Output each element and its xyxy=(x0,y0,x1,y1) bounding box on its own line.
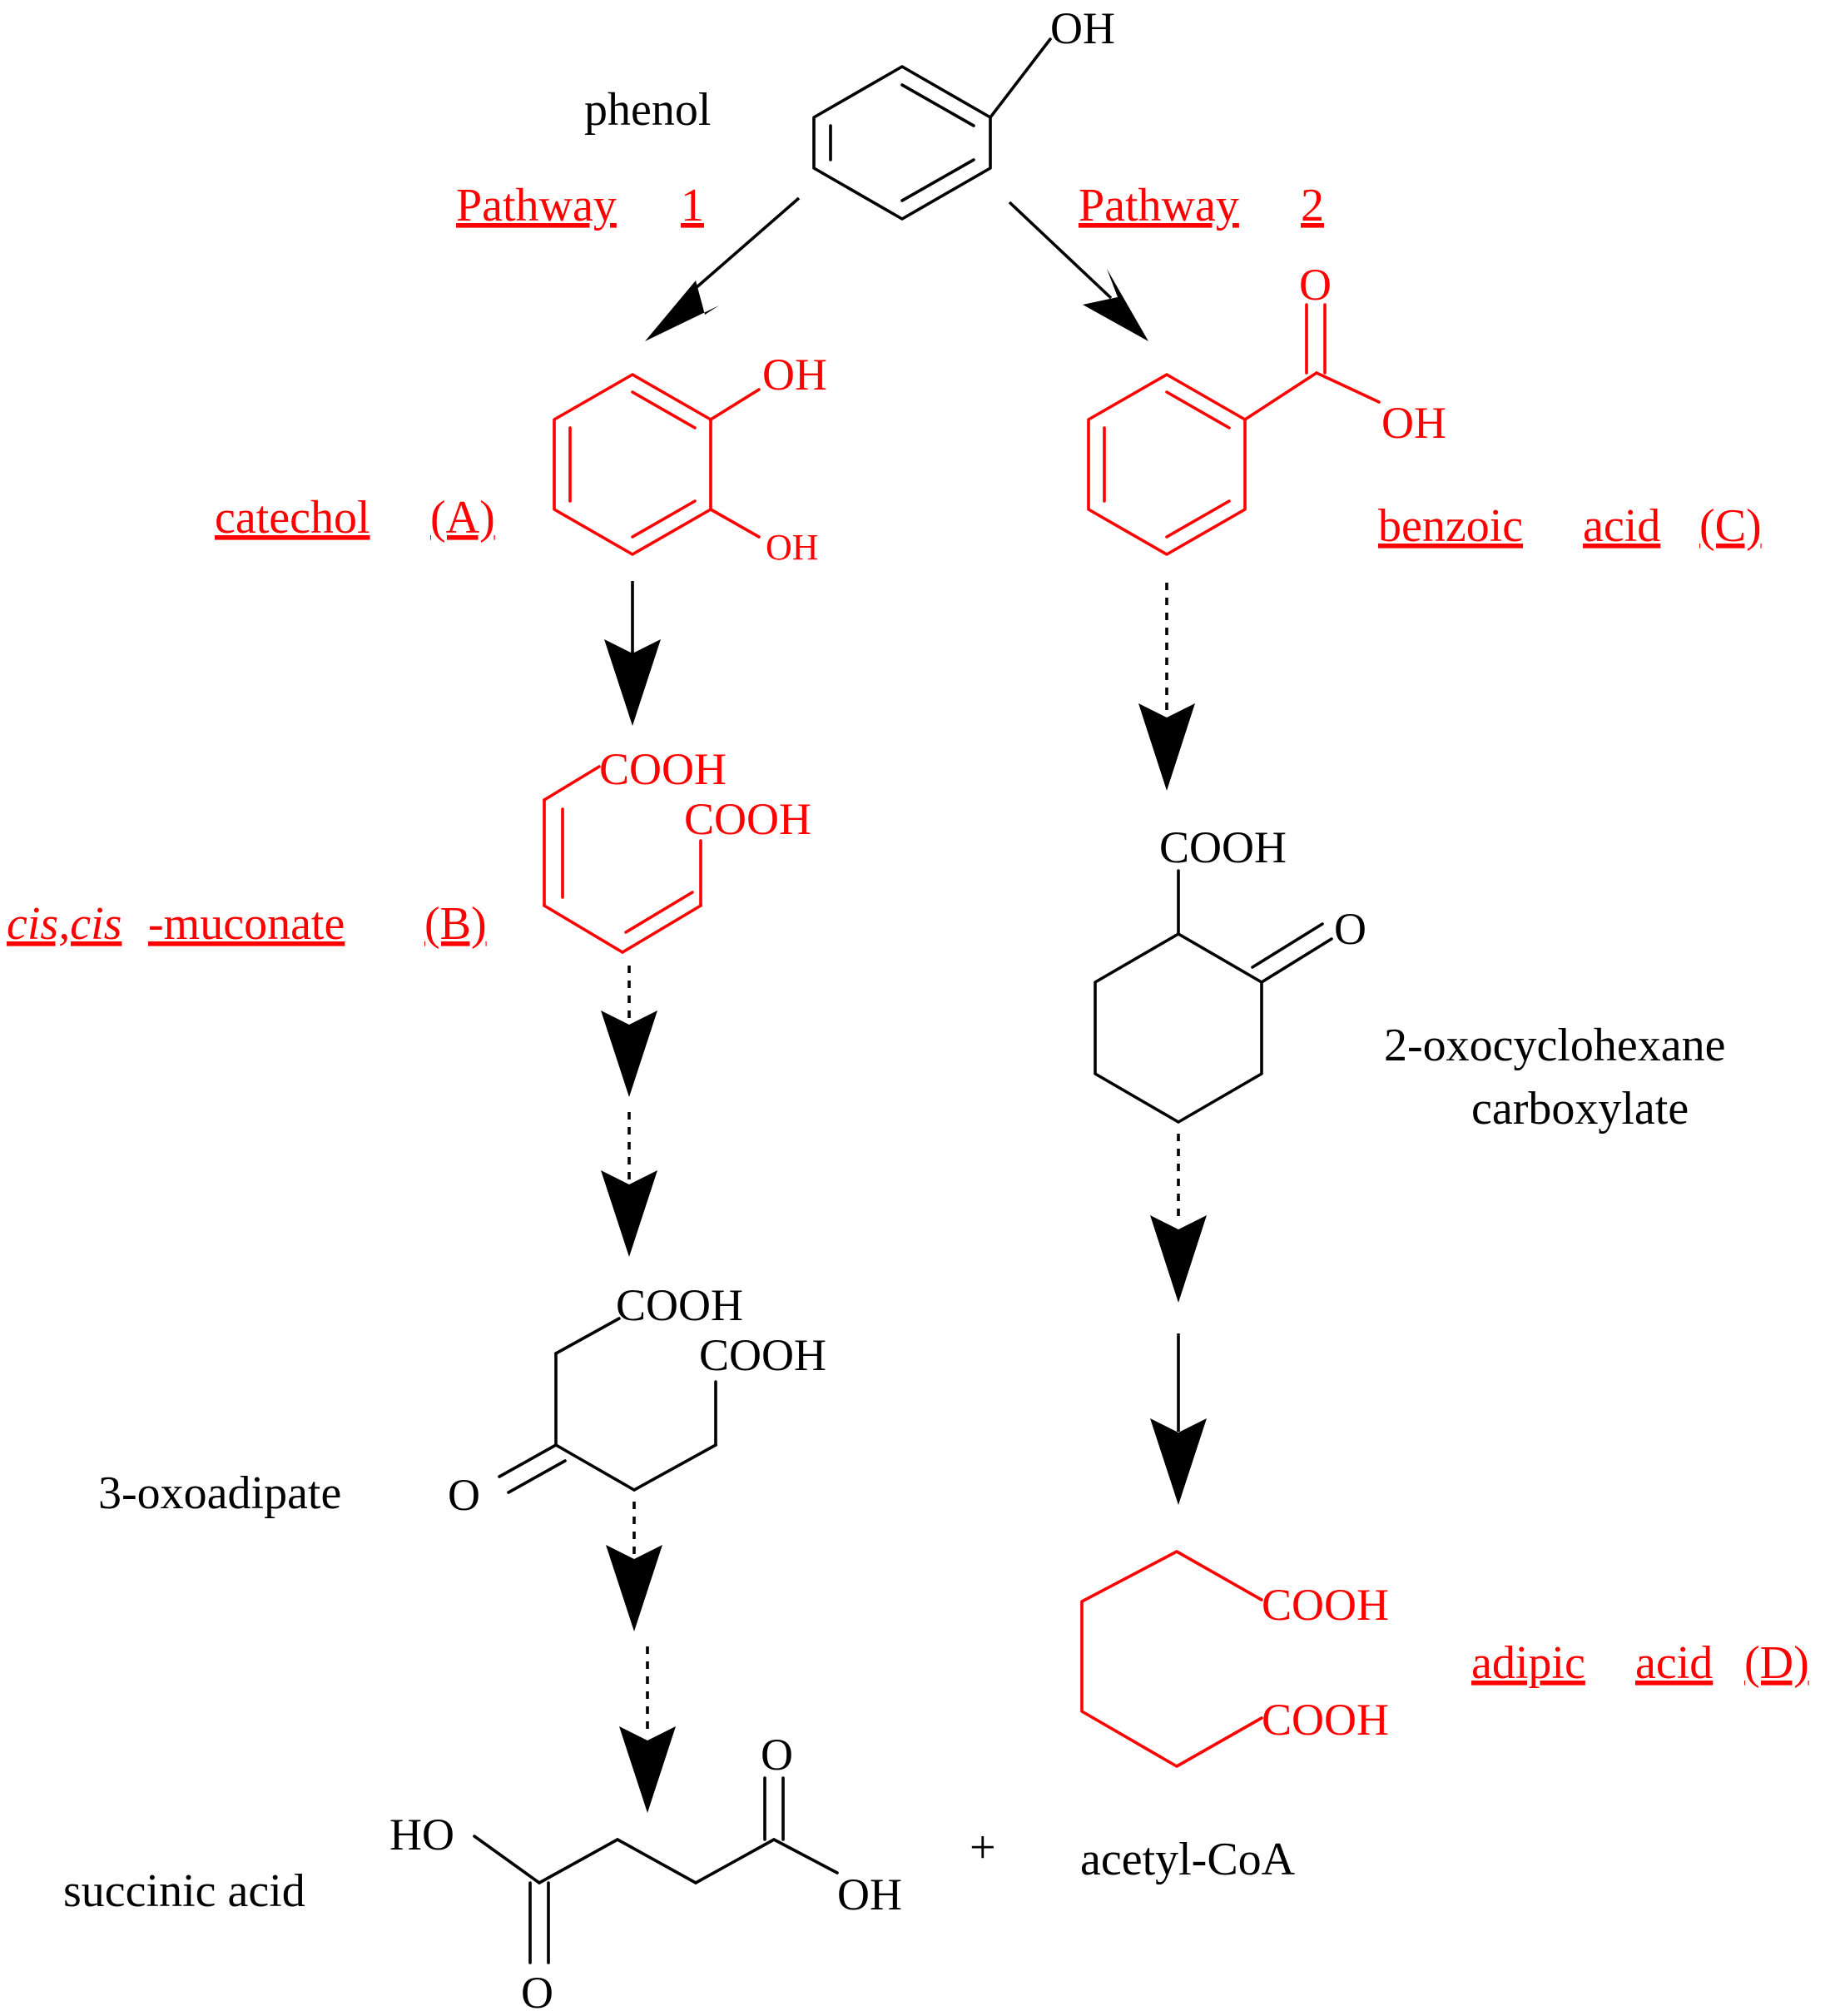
benzoic-o-label: O xyxy=(1299,260,1332,310)
succinic-oh-label: OH xyxy=(837,1870,902,1919)
oxocyclohexane-name-line1: 2-oxocyclohexane xyxy=(1384,1020,1725,1071)
oxoadipate-cooh-2: COOH xyxy=(699,1330,826,1380)
muconate-structure: COOH COOH xyxy=(543,744,811,954)
arrow-muconate-to-oxoadipate xyxy=(601,966,657,1257)
phenol-oh-label: OH xyxy=(1050,3,1115,53)
pathway-2-number: 2 xyxy=(1301,180,1324,231)
arrow-benzoic-to-oxocyclohexane xyxy=(1138,583,1195,791)
benzoic-name: benzoic xyxy=(1378,500,1523,552)
adipic-acid-structure: COOH COOH xyxy=(1080,1550,1389,1768)
benzoic-oh-label: OH xyxy=(1381,398,1446,448)
plus-sign: + xyxy=(970,1822,996,1874)
pathway-2-word: Pathway xyxy=(1079,180,1239,231)
arrow-oxoadipate-to-succinic xyxy=(606,1502,676,1813)
benzoic-acid-word: acid xyxy=(1583,500,1660,552)
succinic-o-top: O xyxy=(761,1730,793,1780)
benzoic-acid-structure: O OH xyxy=(1087,260,1446,556)
muconate-cis-prefix: cis,cis xyxy=(7,898,122,950)
muconate-tag: (B) xyxy=(424,898,487,950)
adipic-tag: (D) xyxy=(1744,1637,1809,1689)
adipic-cooh-1: COOH xyxy=(1262,1580,1389,1630)
oxocyclohexane-o: O xyxy=(1334,904,1366,954)
catechol-structure: OH OH xyxy=(553,350,827,568)
succinic-acid-structure: HO OH O O xyxy=(389,1730,902,2016)
catechol-name: catechol xyxy=(215,492,370,544)
oxoadipate-cooh-1: COOH xyxy=(616,1280,743,1330)
phenol-label: phenol xyxy=(584,84,711,136)
oxoadipate-o: O xyxy=(448,1470,480,1520)
arrow-oxocyclohexane-to-adipic xyxy=(1150,1134,1207,1505)
adipic-name: adipic xyxy=(1471,1637,1585,1689)
pathway-1-number: 1 xyxy=(681,180,704,231)
adipic-acid-word: acid xyxy=(1635,1637,1713,1689)
muconate-cooh-2: COOH xyxy=(684,794,811,844)
phenol-structure: OH xyxy=(812,3,1115,221)
catechol-oh-2: OH xyxy=(766,527,819,568)
muconate-name: -muconate xyxy=(148,898,345,950)
catechol-tag: (A) xyxy=(430,492,495,544)
succinic-ho-label: HO xyxy=(389,1810,454,1860)
pathway-1-word: Pathway xyxy=(456,180,617,231)
muconate-cooh-1: COOH xyxy=(599,744,727,794)
acetyl-coa-label: acetyl-CoA xyxy=(1080,1834,1296,1885)
arrow-phenol-to-benzoic xyxy=(1008,201,1148,341)
catechol-oh-1: OH xyxy=(762,350,827,400)
oxocyclohexane-name-line2: carboxylate xyxy=(1471,1083,1689,1135)
oxoadipate-structure: COOH COOH O xyxy=(448,1280,826,1520)
oxoadipate-label: 3-oxoadipate xyxy=(98,1467,341,1519)
arrow-catechol-to-muconate xyxy=(604,581,661,726)
adipic-cooh-2: COOH xyxy=(1262,1695,1389,1745)
succinic-o-bottom: O xyxy=(521,1968,553,2016)
benzoic-tag: (C) xyxy=(1699,500,1762,552)
oxocyclohexane-structure: COOH O xyxy=(1094,822,1366,1124)
arrow-phenol-to-catechol xyxy=(645,196,801,341)
succinic-label: succinic acid xyxy=(63,1865,305,1917)
oxocyclohexane-cooh: COOH xyxy=(1159,822,1287,872)
